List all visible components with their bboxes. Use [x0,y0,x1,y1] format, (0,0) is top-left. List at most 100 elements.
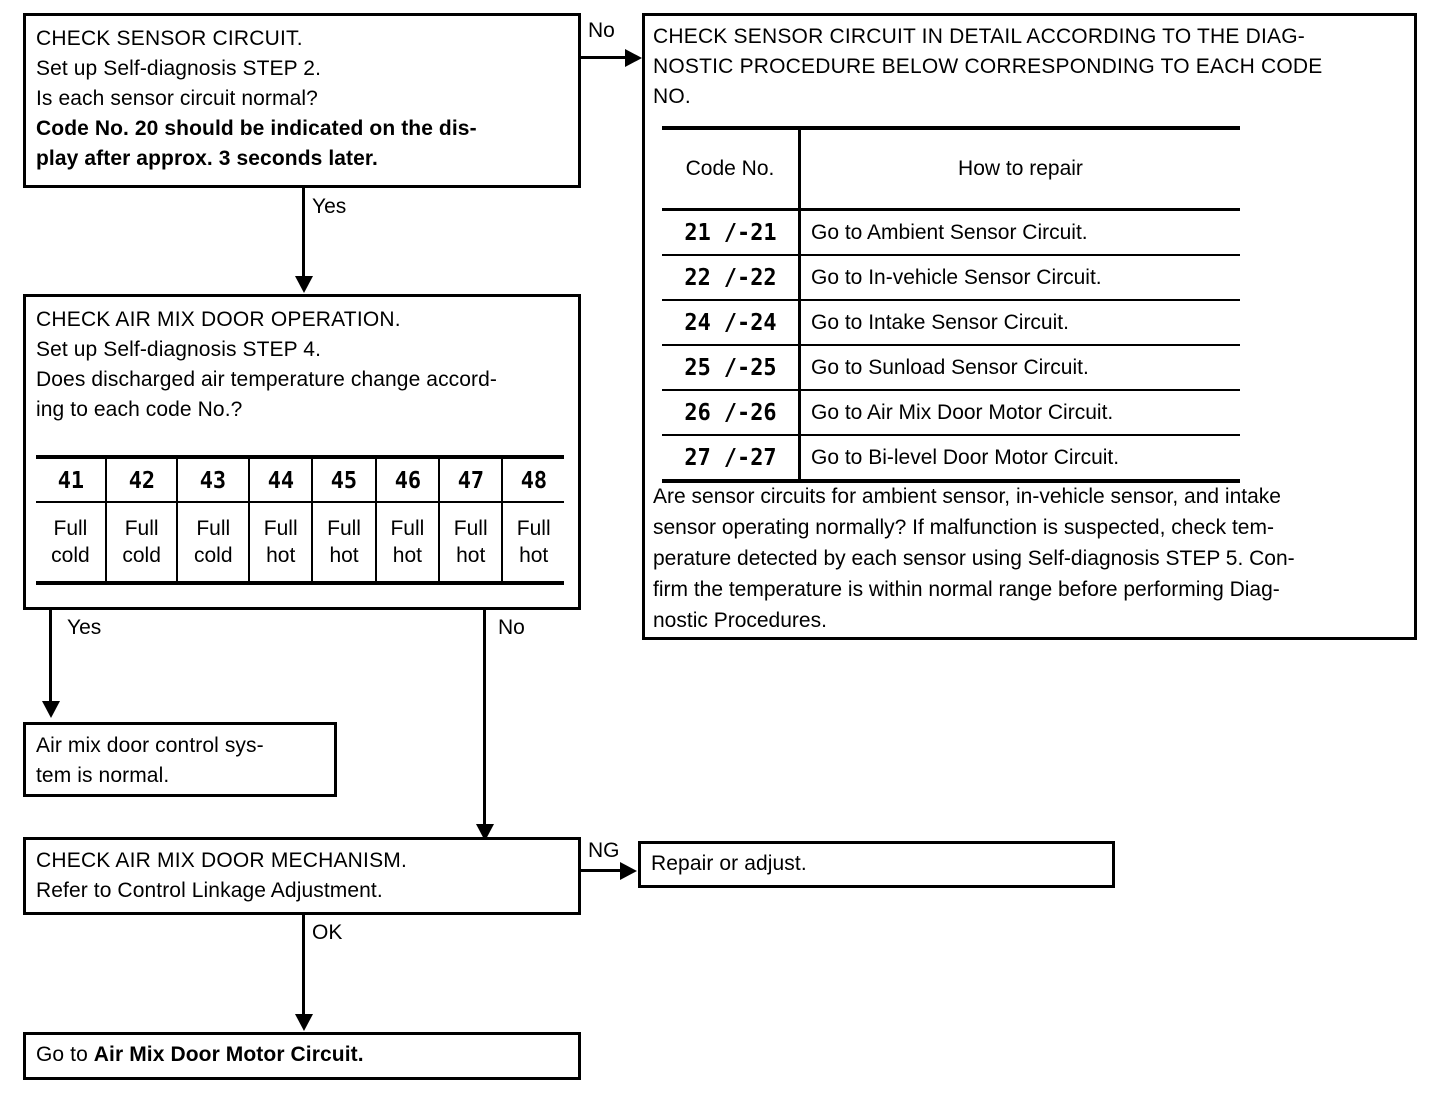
mode-state-47-top: Full [453,517,488,540]
mode-code-48: 48 [520,467,547,494]
mode-state-44-bottom: hot [266,544,296,567]
code-value: 26 /-26 [683,399,777,426]
connector-ng-to-repair-arrowhead [620,862,637,880]
mode-state-cell: Full hot [438,502,504,585]
mode-state-48-top: Full [516,517,551,540]
air-mix-operation-line-3: Does discharged air temperature change a… [36,368,498,391]
mode-state-41-top: Full [53,517,88,540]
box-detail-heading: CHECK SENSOR CIRCUIT IN DETAIL ACCORDING… [645,16,1414,112]
detail-footer-line-2: sensor operating normally? If malfunctio… [653,516,1274,539]
code-repair-table-row: 27 /-27 Go to Bi-level Door Motor Circui… [662,435,1240,483]
box-check-air-mix-door-mechanism-content: CHECK AIR MIX DOOR MECHANISM. Refer to C… [26,840,578,912]
mode-code-43: 43 [200,467,227,494]
mode-code-cell: 42 [104,455,179,503]
connector-label-yes-to-operation: Yes [312,195,347,218]
air-mix-normal-line-1: Air mix door control sys- [36,734,264,757]
mode-code-46: 46 [394,467,421,494]
code-value: 27 /-27 [683,444,777,471]
connector-ng-to-repair-line [581,869,625,872]
mode-state-44-top: Full [263,517,298,540]
mode-code-cell: 43 [176,455,251,503]
code-repair-table-row: 21 /-21 Go to Ambient Sensor Circuit. [662,209,1240,256]
connector-yes-to-normal-arrowhead [42,701,60,718]
mode-code-cell: 47 [438,455,504,503]
goto-target: Air Mix Door Motor Circuit. [93,1043,364,1066]
connector-yes-to-operation-line [302,188,305,280]
connector-ok-to-goto-arrowhead [295,1014,313,1031]
code-cell: 25 /-25 [662,345,801,391]
mode-code-44: 44 [267,467,294,494]
air-mix-mode-table-code-row: 41 42 43 44 45 46 47 48 [36,455,564,503]
goto-prefix: Go to [36,1043,94,1066]
mode-state-42-top: Full [124,517,159,540]
code-repair-table-row: 25 /-25 Go to Sunload Sensor Circuit. [662,345,1240,391]
code-value: 22 /-22 [683,264,777,291]
detail-footer-line-5: nostic Procedures. [653,609,827,632]
mode-code-45: 45 [330,467,358,494]
mode-state-45-top: Full [327,517,361,540]
mode-state-cell: Full cold [104,502,179,585]
mode-code-42: 42 [128,467,155,494]
box-check-air-mix-door-operation: CHECK AIR MIX DOOR OPERATION. Set up Sel… [23,294,581,610]
mode-state-45-bottom: hot [329,544,359,567]
mode-state-cell: Full cold [176,502,251,585]
air-mix-mode-table-state-row: Full cold Full cold Full cold Full hot [36,502,564,585]
code-repair-table-header-repair: How to repair [799,128,1240,211]
mode-state-43-bottom: cold [193,544,233,567]
mode-code-41: 41 [57,467,84,494]
box-repair-or-adjust: Repair or adjust. [638,841,1115,888]
connector-yes-to-operation-arrowhead [295,276,313,293]
box-check-sensor-circuit-content: CHECK SENSOR CIRCUIT. Set up Self-diagno… [26,16,578,180]
box-check-sensor-circuit-detail: CHECK SENSOR CIRCUIT IN DETAIL ACCORDING… [642,13,1417,640]
code-cell: 27 /-27 [662,435,801,483]
check-sensor-circuit-line-2: Set up Self-diagnosis STEP 2. [36,57,322,80]
mode-code-cell: 48 [501,455,564,503]
connector-ok-to-goto-line [302,915,305,1020]
check-sensor-circuit-line-1: CHECK SENSOR CIRCUIT. [36,27,303,50]
code-cell: 21 /-21 [662,209,801,256]
repair-cell: Go to Intake Sensor Circuit. [799,300,1240,346]
code-repair-table-row: 22 /-22 Go to In-vehicle Sensor Circuit. [662,255,1240,301]
mode-state-cell: Full cold [36,502,107,585]
air-mix-mechanism-line-1: CHECK AIR MIX DOOR MECHANISM. [36,849,408,872]
connector-no-to-detail-line [581,56,629,59]
box-goto-content: Go to Air Mix Door Motor Circuit. [26,1035,578,1076]
code-repair-table-row: 26 /-26 Go to Air Mix Door Motor Circuit… [662,390,1240,436]
air-mix-mechanism-line-2: Refer to Control Linkage Adjustment. [36,879,383,902]
check-sensor-circuit-note-line-2: play after approx. 3 seconds later. [36,147,378,170]
code-value: 25 /-25 [683,354,777,381]
check-sensor-circuit-line-3: Is each sensor circuit normal? [36,87,318,110]
connector-no-to-detail-arrowhead [625,49,642,67]
mode-code-cell: 46 [374,455,441,503]
connector-label-ok-to-goto: OK [312,921,343,944]
connector-label-yes-to-normal: Yes [67,616,102,639]
repair-or-adjust-text: Repair or adjust. [651,852,807,875]
code-cell: 24 /-24 [662,300,801,346]
detail-footer-line-4: firm the temperature is within normal ra… [653,578,1280,601]
repair-cell: Go to Sunload Sensor Circuit. [799,345,1240,391]
air-mix-operation-line-2: Set up Self-diagnosis STEP 4. [36,338,322,361]
mode-state-46-bottom: hot [392,544,422,567]
detail-heading-line-2: NOSTIC PROCEDURE BELOW CORRESPONDING TO … [653,55,1323,78]
code-repair-table-header-row: Code No. How to repair [662,128,1240,211]
detail-heading-line-3: NO. [653,85,691,108]
connector-label-ng-to-repair: NG [588,839,620,862]
detail-footer-line-1: Are sensor circuits for ambient sensor, … [653,485,1281,508]
mode-state-41-bottom: cold [51,544,90,567]
goto-line: Go to Air Mix Door Motor Circuit. [36,1040,568,1070]
connector-label-no-to-mechanism: No [498,616,525,639]
box-air-mix-normal-content: Air mix door control sys- tem is normal. [26,725,334,797]
detail-footer-line-3: perature detected by each sensor using S… [653,547,1295,570]
mode-state-cell: Full hot [311,502,377,585]
mode-code-47: 47 [457,467,484,494]
mode-state-47-bottom: hot [456,544,486,567]
mode-state-cell: Full hot [501,502,564,585]
connector-no-to-mechanism-line [483,610,486,830]
mode-code-cell: 45 [311,455,377,503]
code-cell: 26 /-26 [662,390,801,436]
air-mix-normal-line-2: tem is normal. [36,764,170,787]
check-sensor-circuit-note-line-1: Code No. 20 should be indicated on the d… [36,117,477,140]
connector-no-to-mechanism-arrowhead [476,824,494,841]
repair-cell: Go to Bi-level Door Motor Circuit. [799,435,1240,483]
